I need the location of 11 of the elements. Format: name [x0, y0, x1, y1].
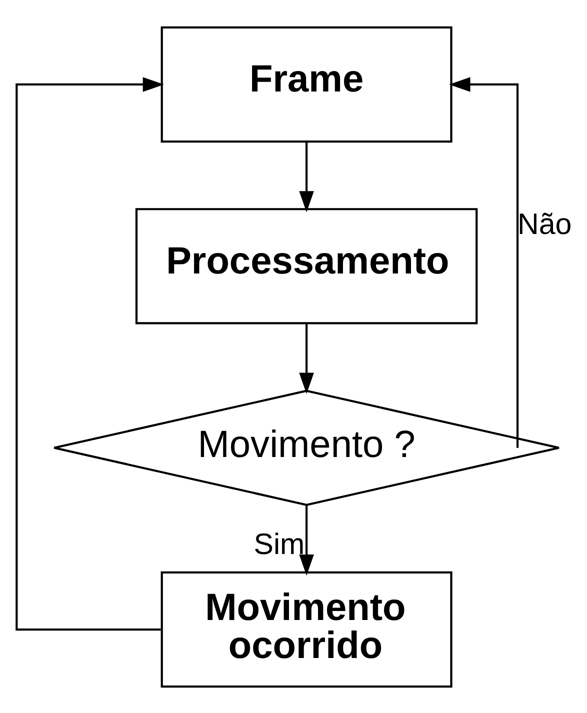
arrow — [449, 76, 519, 448]
arrow — [299, 504, 314, 576]
node-diamond: Movimento ? — [53, 389, 560, 506]
arrow — [299, 323, 314, 394]
edge-label: Sim — [254, 528, 305, 561]
node-box: Frame — [160, 26, 452, 142]
edge-label: Não — [518, 207, 572, 240]
node-box: Processamento — [135, 208, 478, 324]
node-box: Movimento ocorrido — [160, 570, 452, 688]
arrow — [299, 141, 314, 212]
arrow — [16, 76, 164, 630]
